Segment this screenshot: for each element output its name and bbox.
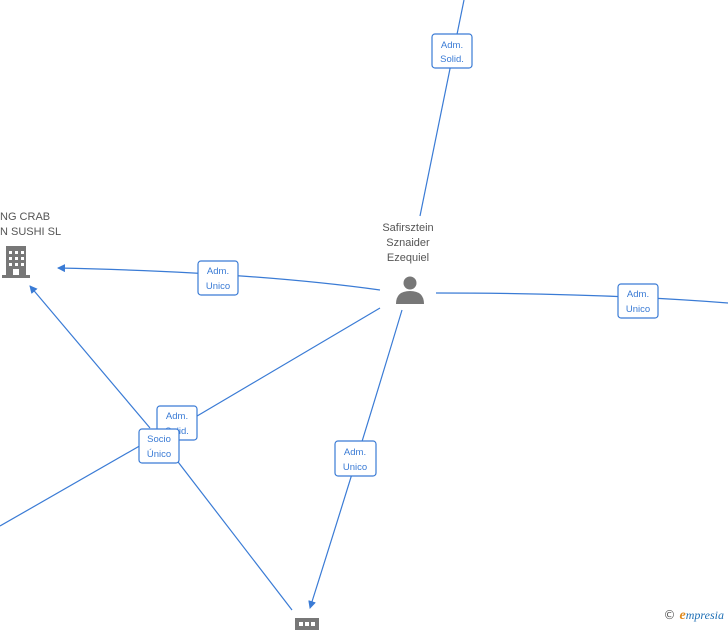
svg-text:Adm.: Adm.: [207, 266, 229, 277]
edge-person-mid: [169, 307, 381, 433]
svg-text:Solid.: Solid.: [440, 54, 464, 65]
person-name-line-3: Ezequiel: [387, 252, 429, 264]
node-company-left[interactable]: NG CRAB N SUSHI SL: [0, 211, 61, 278]
company-left-name-line-2: N SUSHI SL: [0, 226, 61, 238]
person-icon: [396, 276, 424, 304]
node-company-bottom[interactable]: [295, 618, 319, 630]
svg-text:Único: Único: [147, 449, 171, 460]
building-icon: [295, 618, 319, 630]
empresia-watermark: ©empresia: [664, 608, 724, 624]
brand-initial: e: [679, 608, 686, 623]
edge-top: [419, 0, 465, 217]
person-name-line-1: Safirsztein: [382, 222, 433, 234]
person-name-line-2: Sznaider: [386, 237, 430, 249]
brand-name: mpresia: [685, 608, 724, 622]
edge-socio-to-left-company: [29, 285, 151, 429]
edge-label-top[interactable]: Adm. Solid.: [431, 33, 473, 69]
edge-label-left[interactable]: Adm. Unico: [197, 260, 239, 296]
company-left-name-line-1: NG CRAB: [0, 211, 50, 223]
building-icon: [2, 246, 30, 278]
edge-label-socio[interactable]: Socio Único: [138, 428, 180, 464]
svg-text:Adm.: Adm.: [627, 289, 649, 300]
svg-text:Adm.: Adm.: [441, 40, 463, 51]
svg-text:Unico: Unico: [206, 281, 230, 292]
edge-right: [435, 292, 728, 304]
copyright-symbol: ©: [663, 608, 676, 622]
svg-text:Adm.: Adm.: [344, 447, 366, 458]
node-person[interactable]: Safirsztein Sznaider Ezequiel: [382, 222, 434, 304]
edge-bottom-left: [0, 439, 151, 527]
svg-text:Unico: Unico: [626, 304, 650, 315]
svg-text:Socio: Socio: [147, 434, 171, 445]
svg-text:Unico: Unico: [343, 462, 367, 473]
svg-text:Adm.: Adm.: [166, 411, 188, 422]
edge-label-down[interactable]: Adm. Unico: [334, 440, 377, 477]
edge-socio-to-bottom: [174, 457, 293, 611]
edge-label-right[interactable]: Adm. Unico: [617, 283, 659, 319]
